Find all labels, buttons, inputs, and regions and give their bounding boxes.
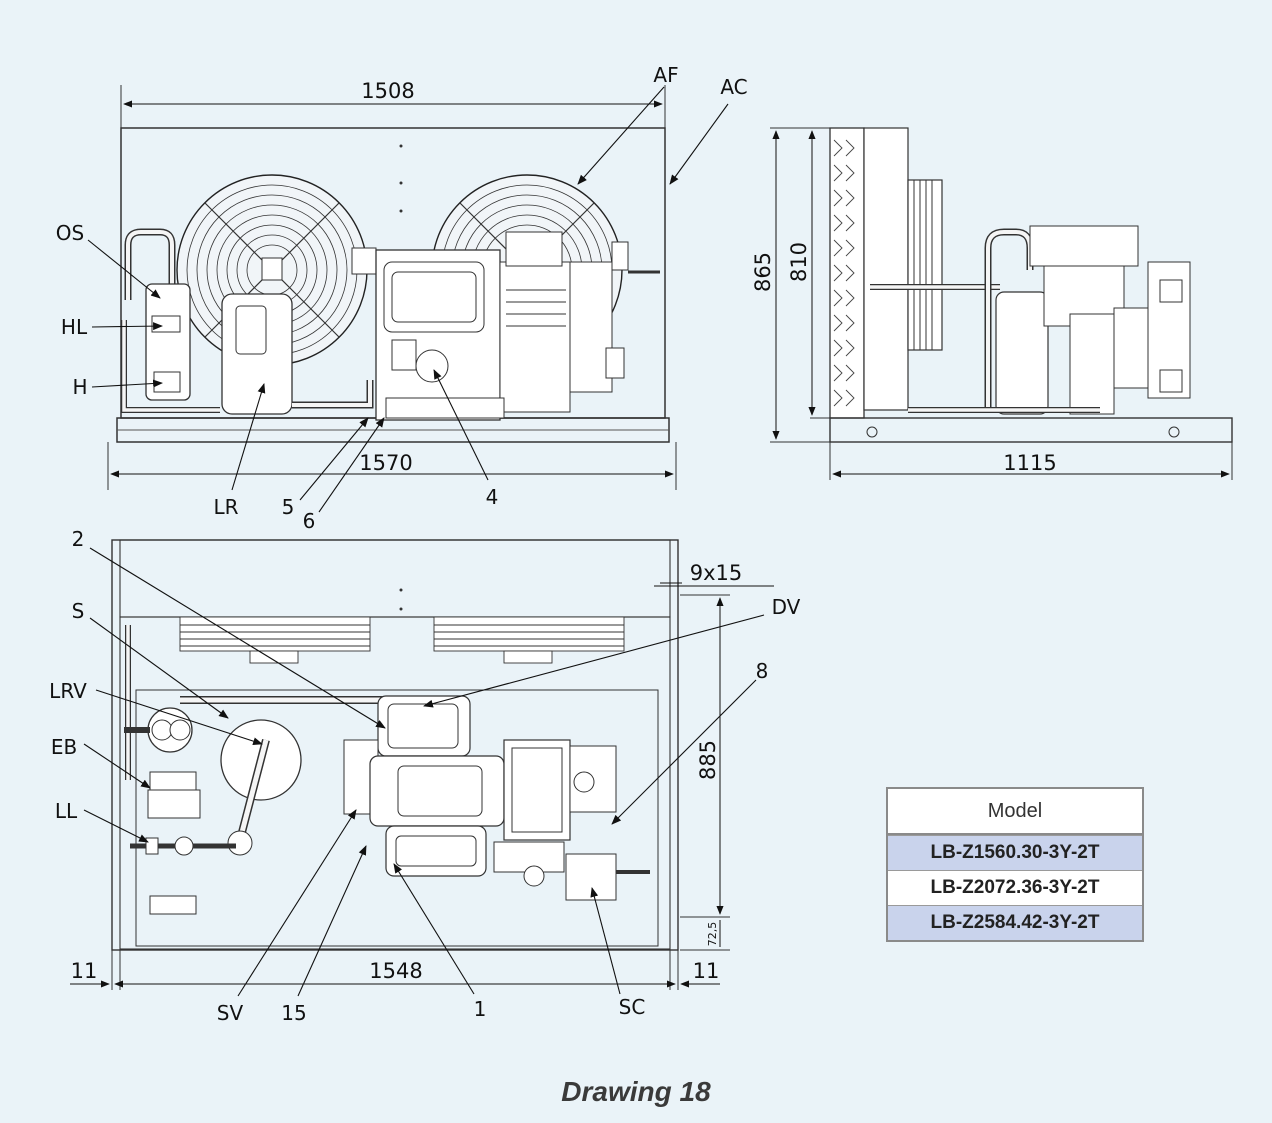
condenser-coil — [829, 127, 865, 419]
side-view: 865 810 1115 — [751, 127, 1233, 480]
label-sc: SC — [619, 995, 646, 1019]
label-sv: SV — [217, 1001, 244, 1025]
drawing-caption: Drawing 18 — [561, 1076, 711, 1107]
label-h: H — [72, 375, 87, 399]
model-table: Model LB-Z1560.30-3Y-2T LB-Z2072.36-3Y-2… — [886, 787, 1144, 942]
model-row: LB-Z2072.36-3Y-2T — [888, 870, 1142, 905]
label-af: AF — [653, 63, 678, 87]
dim-side-height-coil: 810 — [787, 242, 811, 282]
model-row: LB-Z2584.42-3Y-2T — [888, 905, 1142, 940]
dim-top-offset: 72,5 — [706, 922, 719, 947]
dim-side-depth: 1115 — [1003, 451, 1056, 475]
label-s: S — [72, 599, 85, 623]
dim-front-top: 1508 — [361, 79, 414, 103]
dim-top-height: 885 — [696, 740, 720, 780]
side-fan — [907, 179, 943, 351]
top-compressor — [343, 695, 650, 901]
oil-separator — [145, 283, 191, 401]
label-hl: HL — [61, 315, 88, 339]
dim-side-height-total: 865 — [751, 252, 775, 292]
dim-top-left-margin: 11 — [71, 959, 98, 983]
label-ll: LL — [55, 799, 78, 823]
top-view: 1548 11 11 9x15 885 72,5 2 S LRV EB LL D… — [49, 527, 801, 1025]
label-lrv: LRV — [49, 679, 87, 703]
label-eb: EB — [51, 735, 77, 759]
label-os: OS — [56, 221, 84, 245]
dim-top-right-margin: 11 — [693, 959, 720, 983]
label-lr: LR — [213, 495, 238, 519]
label-4: 4 — [486, 485, 499, 509]
label-1: 1 — [474, 997, 487, 1021]
front-view: 1508 1570 AF AC OS HL H LR 5 6 4 — [56, 63, 748, 533]
dim-front-base: 1570 — [359, 451, 412, 475]
label-ac: AC — [720, 75, 747, 99]
model-row: LB-Z1560.30-3Y-2T — [888, 835, 1142, 870]
front-compressor — [351, 231, 660, 421]
dim-top-width: 1548 — [369, 959, 422, 983]
label-dv: DV — [772, 595, 801, 619]
label-2: 2 — [72, 527, 85, 551]
label-15: 15 — [281, 1001, 306, 1025]
side-base — [829, 417, 1233, 443]
label-6: 6 — [303, 509, 316, 533]
label-8: 8 — [756, 659, 769, 683]
dim-top-slot: 9x15 — [690, 561, 743, 585]
label-5: 5 — [282, 495, 295, 519]
model-table-header: Model — [888, 789, 1142, 835]
top-coil-fins — [179, 616, 625, 664]
